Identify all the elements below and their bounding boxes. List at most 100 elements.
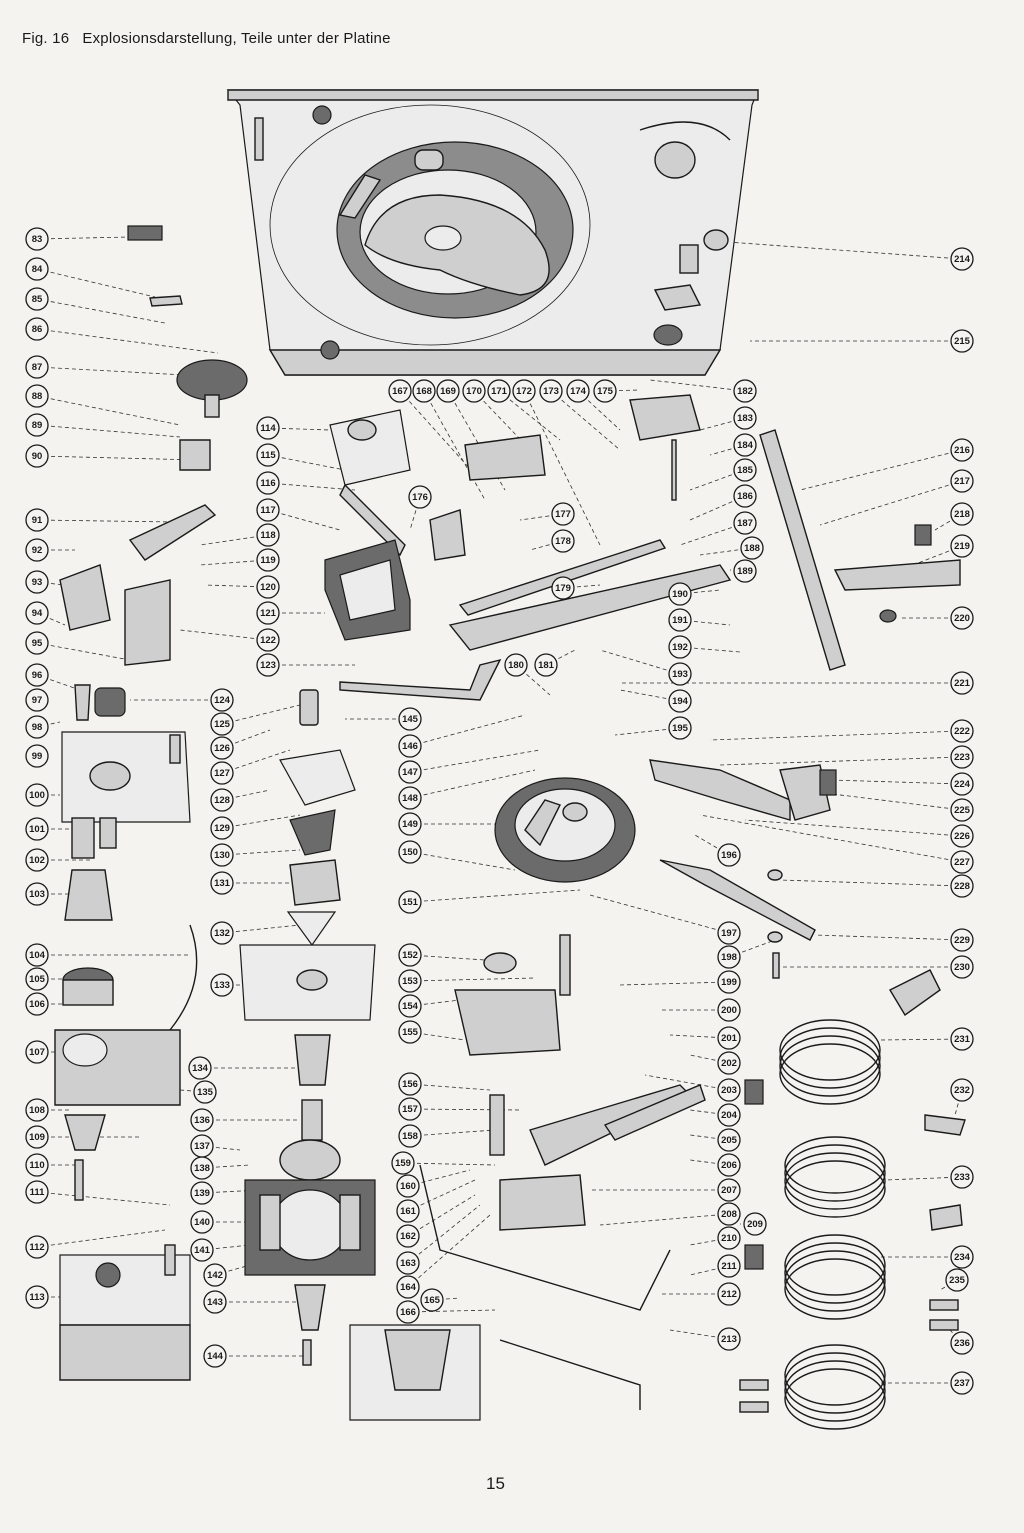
callout-number: 157 [402, 1104, 418, 1115]
callout-circle [950, 606, 974, 630]
callout-number: 212 [721, 1289, 737, 1300]
callout-circle [398, 840, 422, 864]
callout-number: 96 [32, 670, 43, 681]
callout-circle [25, 1125, 49, 1149]
callout-number: 152 [402, 950, 418, 961]
callout-circle [256, 523, 280, 547]
callout-92: 92 [25, 538, 49, 562]
callout-number: 228 [954, 881, 970, 892]
callout-128: 128 [210, 788, 234, 812]
leader-line-162 [407, 1194, 476, 1237]
callout-circle [740, 536, 764, 560]
callout-111: 111 [25, 1180, 49, 1204]
callout-150: 150 [398, 840, 422, 864]
callout-number: 195 [672, 723, 689, 734]
callout-circle [25, 715, 49, 739]
callout-202: 202 [717, 1051, 741, 1075]
callout-189: 189 [733, 559, 757, 583]
callout-117: 117 [256, 498, 280, 522]
callout-number: 124 [214, 695, 231, 706]
leader-line-187 [679, 522, 746, 546]
callout-number: 125 [214, 719, 231, 730]
leader-line-176 [409, 496, 421, 531]
callout-number: 224 [954, 779, 971, 790]
callout-122: 122 [256, 628, 280, 652]
callout-circle [396, 1199, 420, 1223]
callout-227: 227 [950, 850, 974, 874]
callout-85: 85 [25, 287, 49, 311]
callout-circle [743, 1212, 767, 1236]
callout-circle [25, 1040, 49, 1064]
leader-line-167 [399, 390, 481, 481]
callout-number: 87 [32, 362, 43, 373]
callout-number: 231 [954, 1034, 971, 1045]
callout-circle [25, 287, 49, 311]
leader-line-163 [407, 1204, 481, 1264]
callout-number: 100 [29, 790, 45, 801]
callout-number: 174 [570, 386, 587, 397]
callout-circle [210, 816, 234, 840]
leader-line-222 [709, 730, 963, 741]
callout-number: 222 [954, 726, 970, 737]
leader-line-151 [409, 889, 581, 903]
callout-118: 118 [256, 523, 280, 547]
callout-number: 128 [214, 795, 230, 806]
callout-218: 218 [950, 502, 974, 526]
callout-127: 127 [210, 761, 234, 785]
callout-number: 140 [194, 1217, 210, 1228]
callout-number: 146 [402, 741, 418, 752]
callout-number: 137 [194, 1141, 210, 1152]
leader-line-119 [199, 559, 269, 566]
callout-225: 225 [950, 798, 974, 822]
callout-circle [25, 688, 49, 712]
callout-circle [256, 653, 280, 677]
callout-number: 94 [32, 608, 43, 619]
callout-193: 193 [668, 662, 692, 686]
callout-number: 153 [402, 976, 418, 987]
callout-number: 135 [197, 1087, 214, 1098]
callout-185: 185 [733, 458, 757, 482]
callout-number: 150 [402, 847, 418, 858]
callout-number: 168 [416, 386, 432, 397]
callout-145: 145 [398, 707, 422, 731]
callout-circle [188, 1056, 212, 1080]
leader-line-229 [814, 934, 963, 941]
callout-circle [256, 601, 280, 625]
callout-number: 187 [737, 518, 753, 529]
leader-line-227 [699, 814, 963, 863]
callout-number: 184 [737, 440, 754, 451]
leader-line-226 [744, 819, 963, 837]
callout-164: 164 [396, 1275, 420, 1299]
callout-circle [256, 628, 280, 652]
leader-line-217 [819, 480, 963, 526]
callout-210: 210 [717, 1226, 741, 1250]
callout-circle [203, 1344, 227, 1368]
callout-176: 176 [408, 485, 432, 509]
leader-line-122 [179, 629, 269, 641]
bearing-bracket [629, 394, 701, 441]
callout-circle [210, 761, 234, 785]
callout-number: 139 [194, 1188, 210, 1199]
callout-circle [950, 1245, 974, 1269]
callout-circle [950, 850, 974, 874]
callout-number: 171 [491, 386, 508, 397]
callout-number: 114 [260, 423, 276, 434]
callout-211: 211 [717, 1254, 741, 1278]
callout-circle [950, 438, 974, 462]
callout-109: 109 [25, 1125, 49, 1149]
callout-180: 180 [504, 653, 528, 677]
callout-circle [593, 379, 617, 403]
callout-circle [25, 1153, 49, 1177]
callout-circle [539, 379, 563, 403]
callout-circle [25, 227, 49, 251]
leader-line-129 [221, 814, 301, 829]
callout-circle [551, 576, 575, 600]
callout-circle [950, 671, 974, 695]
callout-number: 148 [402, 793, 418, 804]
callout-circle [398, 1097, 422, 1121]
leader-line-158 [409, 1129, 496, 1137]
callout-132: 132 [210, 921, 234, 945]
callout-number: 164 [400, 1282, 417, 1293]
callout-number: 235 [949, 1275, 966, 1286]
callout-circle [25, 992, 49, 1016]
